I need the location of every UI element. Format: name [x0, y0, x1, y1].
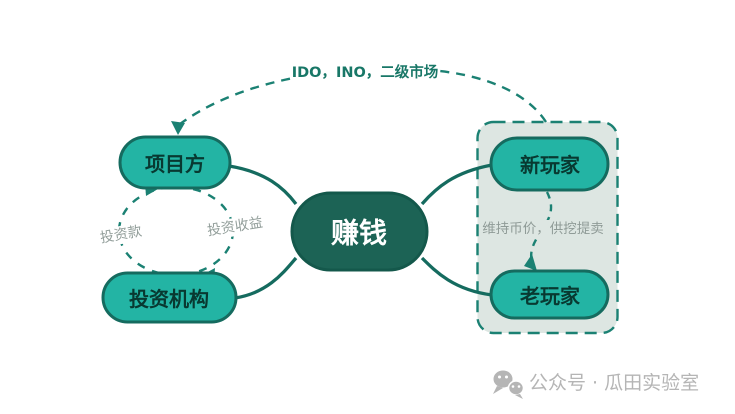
funding-cycle-edge: 投资款 投资收益 [96, 183, 267, 281]
returns-label-bg [203, 213, 267, 241]
old-player-node: 老玩家 [489, 269, 610, 320]
investor-node-shape [101, 271, 238, 324]
old-player-node-shape [489, 269, 610, 320]
watermark-text: 公众号 · 瓜田实验室 [529, 372, 699, 394]
project-node: 项目方 [118, 135, 232, 190]
edge-center-new-player [420, 163, 493, 206]
investor-node: 投资机构 [101, 271, 238, 324]
wechat-icon-eye [517, 385, 521, 388]
wechat-icon-big-bubble [493, 370, 513, 388]
maintain-label-bg [479, 220, 609, 238]
top-arc-label: IDO，INO，二级市场 [292, 63, 439, 81]
arrowhead-into-old-player [524, 254, 537, 271]
wechat-icon [493, 370, 525, 399]
player-flow-edge: 维持币价，供挖提卖 [479, 191, 609, 271]
edge-center-investor [234, 256, 298, 300]
investor-node-label: 投资机构 [129, 287, 209, 311]
project-node-shape [118, 135, 232, 190]
wechat-icon-small-bubble [507, 380, 525, 396]
top-arc-edge: IDO，INO，二级市场 [171, 61, 548, 135]
wechat-icon-small-tail [515, 394, 523, 399]
wechat-icon-eye [511, 385, 515, 388]
wechat-icon-eye [498, 375, 501, 379]
center-node-shape [290, 191, 429, 272]
maintain-label: 维持币价，供挖提卖 [482, 221, 604, 237]
wechat-icon-eye [505, 375, 508, 379]
edge-center-old-player [420, 256, 493, 297]
center-node-label: 赚钱 [331, 217, 387, 250]
solid-connectors [228, 163, 493, 300]
top-arc-label-bg [291, 61, 439, 85]
edge-center-project [228, 164, 298, 205]
new-player-node-label: 新玩家 [520, 153, 581, 177]
new-player-node: 新玩家 [489, 136, 610, 192]
wechat-icon-big-tail [493, 386, 503, 394]
arrowhead-into-project [171, 121, 185, 135]
old-player-node-label: 老玩家 [520, 284, 581, 308]
center-node: 赚钱 [290, 191, 429, 272]
investment-label: 投资款 [99, 223, 143, 246]
new-player-node-shape [489, 136, 610, 192]
watermark: 公众号 · 瓜田实验室 [493, 370, 699, 399]
project-node-label: 项目方 [145, 152, 205, 176]
investment-label-bg [96, 221, 147, 248]
